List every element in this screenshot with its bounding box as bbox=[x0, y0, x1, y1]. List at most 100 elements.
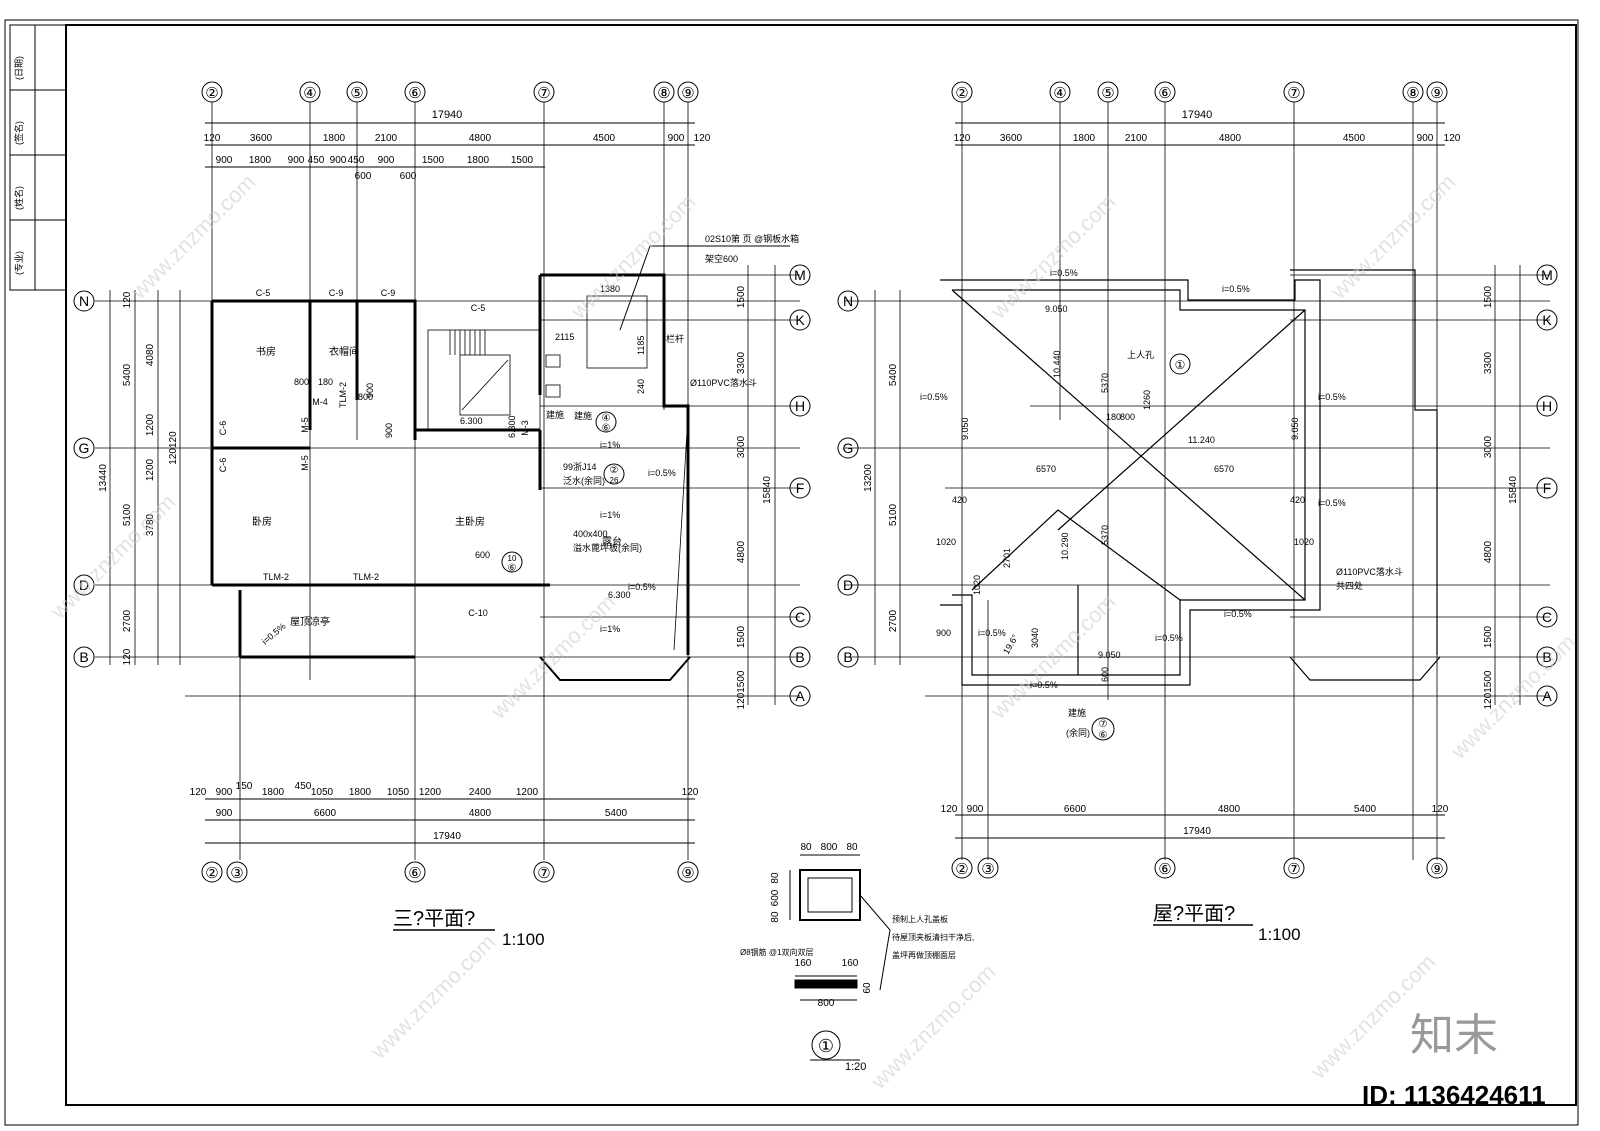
axis-label: ③ bbox=[230, 865, 243, 882]
dim: 1500 bbox=[1483, 285, 1494, 308]
axis-label: B bbox=[79, 649, 88, 665]
axis-label: ⑨ bbox=[681, 85, 694, 102]
dim: 900 bbox=[216, 808, 233, 819]
plan-scale: 1:100 bbox=[502, 930, 545, 949]
dim: 1050 bbox=[387, 787, 410, 798]
dim: 1800 bbox=[249, 155, 272, 166]
axis-label: ② bbox=[955, 861, 968, 878]
window-tag: TLM-2 bbox=[353, 572, 379, 582]
title-cell: (姓名) bbox=[13, 186, 24, 210]
window-tag: M-4 bbox=[312, 397, 328, 407]
dim: 1050 bbox=[311, 787, 334, 798]
window-tag: M-5 bbox=[300, 417, 310, 433]
note: 240 bbox=[636, 379, 646, 394]
axis-label: D bbox=[843, 577, 853, 593]
dim: 2100 bbox=[375, 133, 398, 144]
axis-label: F bbox=[1543, 480, 1552, 496]
note: 600 bbox=[475, 550, 490, 560]
note: 共四处 bbox=[1336, 580, 1363, 591]
axis-label: B bbox=[843, 649, 852, 665]
room-label: 卧房 bbox=[252, 515, 272, 528]
dim: 3600 bbox=[1000, 133, 1023, 144]
dim: 1200 bbox=[145, 458, 156, 481]
note: 溢水蓖坪板(余同) bbox=[573, 542, 642, 553]
note: 3040 bbox=[1030, 628, 1040, 648]
axis-label: A bbox=[795, 688, 805, 704]
note: 10.290 bbox=[1060, 532, 1070, 560]
axis-label: H bbox=[1542, 398, 1552, 414]
ref: ⑥ bbox=[1099, 730, 1108, 741]
note: 1185 bbox=[636, 336, 646, 355]
note: 10.440 bbox=[1052, 350, 1062, 378]
dim: 1500 bbox=[511, 155, 534, 166]
dim: 80 bbox=[770, 872, 781, 884]
window-tag: C-5 bbox=[256, 288, 271, 298]
note: 5370 bbox=[1100, 525, 1110, 545]
detail-scale: 1:20 bbox=[845, 1061, 866, 1073]
note: 1380 bbox=[600, 284, 620, 294]
note: 6570 bbox=[1214, 464, 1234, 474]
note: 1020 bbox=[936, 537, 956, 547]
dim: 3780 bbox=[145, 513, 156, 536]
window-tag: C-9 bbox=[329, 288, 344, 298]
ref: ⑦ bbox=[1099, 719, 1108, 730]
note: 9.050 bbox=[960, 417, 970, 440]
dim: 1201500 bbox=[1483, 670, 1494, 709]
dim: 5400 bbox=[605, 808, 628, 819]
axis-label: ⑤ bbox=[1101, 85, 1114, 102]
axis-label: ⑦ bbox=[537, 85, 550, 102]
axis-label: ⑨ bbox=[1430, 85, 1443, 102]
note: 02S10第 页 @钢板水箱 bbox=[705, 233, 799, 244]
dim: 1500 bbox=[736, 625, 747, 648]
title-cell: (专业) bbox=[13, 251, 24, 275]
window-tag: C-6 bbox=[218, 421, 228, 436]
window-tag: M-3 bbox=[520, 420, 530, 436]
note: 待屋顶夹板清扫干净后, bbox=[892, 932, 974, 942]
left-top-axes: ② ④ ⑤ ⑥ ⑦ ⑧ ⑨ bbox=[201, 81, 699, 103]
dim: 4800 bbox=[1219, 133, 1242, 144]
note: i=0.5% bbox=[1318, 498, 1346, 508]
note: 900 bbox=[365, 383, 375, 398]
dim: 450 bbox=[348, 155, 365, 166]
ref: 10 bbox=[508, 554, 517, 563]
ref: ⑥ bbox=[602, 423, 611, 434]
axis-label: A bbox=[1542, 688, 1552, 704]
note: Ø110PVC落水斗 bbox=[690, 377, 757, 388]
dim: 6600 bbox=[1064, 804, 1087, 815]
ref: ② bbox=[610, 465, 619, 476]
axis-label: ⑤ bbox=[350, 85, 363, 102]
axis-label: K bbox=[795, 312, 805, 328]
stair bbox=[427, 329, 561, 431]
watermark-text: www.znzmo.com bbox=[1445, 629, 1580, 764]
dim: 120 bbox=[682, 787, 699, 798]
axis-label: ⑥ bbox=[1158, 861, 1171, 878]
plan-title: 三?平面? bbox=[393, 908, 475, 930]
note: i=0.5% bbox=[648, 468, 676, 478]
axis-label: F bbox=[796, 480, 805, 496]
room-label: 主卧房 bbox=[455, 515, 485, 528]
dim: 4800 bbox=[469, 133, 492, 144]
dim: 15840 bbox=[1508, 476, 1519, 504]
dim: 80 bbox=[770, 911, 781, 923]
dim: 1200 bbox=[145, 413, 156, 436]
detail-callouts: ④⑥ ②26 10⑥ bbox=[501, 411, 625, 574]
note: 1020 bbox=[1294, 537, 1314, 547]
note: 建施 bbox=[546, 409, 564, 420]
ref: ① bbox=[1175, 358, 1186, 372]
ref: ⑥ bbox=[508, 563, 517, 574]
axis-label: ② bbox=[205, 85, 218, 102]
axis-label: G bbox=[843, 440, 854, 456]
dim: 800 bbox=[818, 998, 835, 1009]
dim: 900 bbox=[1417, 133, 1434, 144]
note: 900 bbox=[936, 628, 951, 638]
note: 420 bbox=[1290, 495, 1305, 505]
note: 2115 bbox=[555, 332, 574, 342]
axis-label: ⑥ bbox=[408, 85, 421, 102]
window-tag: M-5 bbox=[300, 455, 310, 471]
watermark-text: www.znzmo.com bbox=[565, 189, 700, 324]
axis-label: ⑨ bbox=[1430, 861, 1443, 878]
dim: 120 bbox=[122, 648, 133, 665]
dim: 5400 bbox=[888, 363, 899, 386]
image-id: ID: 1136424611 bbox=[1362, 1080, 1546, 1110]
